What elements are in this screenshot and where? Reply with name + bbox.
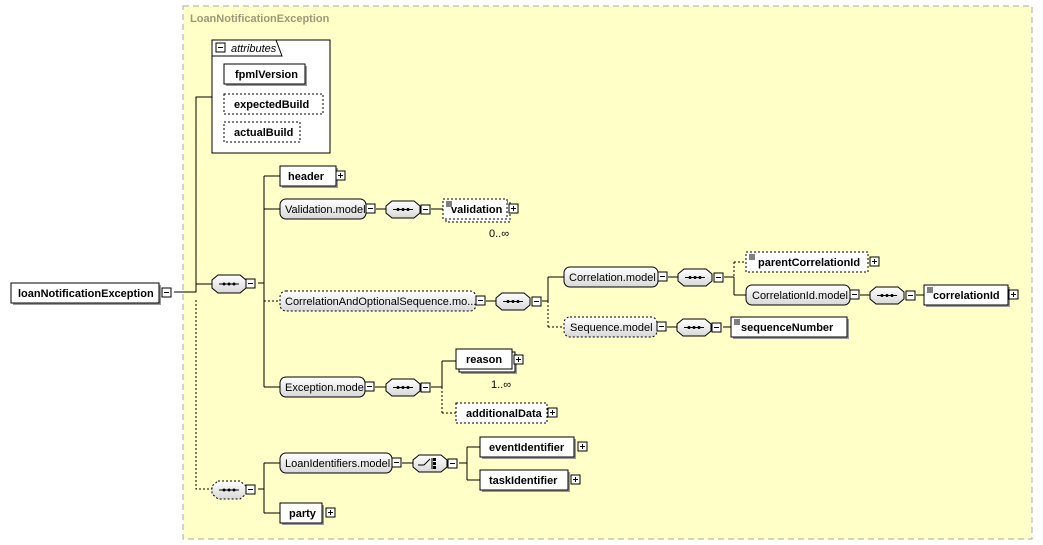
group-correlation-and-optional-sequence-model[interactable]: CorrelationAndOptionalSequence.mo... [279, 290, 486, 312]
connector-lines [174, 96, 924, 514]
element-event-identifier[interactable]: eventIdentifier [479, 436, 588, 459]
attribute-fpmlversion-label: fpmlVersion [235, 69, 298, 81]
parent-correlation-id-label: parentCorrelationId [758, 257, 860, 269]
additional-data-label: additionalData [466, 408, 543, 420]
element-sequence-number[interactable]: sequenceNumber [730, 316, 849, 339]
sequence-compositor[interactable] [676, 318, 722, 337]
attribute-expectedbuild-label: expectedBuild [234, 99, 309, 111]
root-label: loanNotificationException [18, 288, 154, 300]
party-label: party [289, 508, 317, 520]
reason-cardinality: 1..∞ [491, 379, 511, 391]
group-exception-model[interactable]: Exception.model [279, 376, 375, 398]
correlation-id-label: correlationId [933, 290, 1000, 302]
sequence-compositor-optional[interactable] [211, 480, 256, 500]
sequence-compositor[interactable] [869, 286, 916, 305]
exception-model-label: Exception.model [285, 382, 366, 394]
group-correlation-id-model[interactable]: CorrelationId.model [745, 284, 860, 306]
sequence-compositor[interactable] [385, 378, 431, 397]
correlation-id-model-label: CorrelationId.model [752, 290, 848, 302]
group-loan-identifiers-model[interactable]: LoanIdentifiers.model [279, 452, 402, 474]
element-additional-data[interactable]: additionalData [455, 402, 558, 424]
choice-compositor[interactable] [412, 454, 458, 473]
group-validation-model[interactable]: Validation.model [279, 198, 376, 220]
reason-label: reason [466, 354, 502, 366]
sequence-model-label: Sequence.model [570, 322, 653, 334]
sequence-number-label: sequenceNumber [741, 322, 834, 334]
validation-label: validation [451, 204, 503, 216]
element-validation[interactable]: validation 0..∞ [442, 198, 519, 240]
sequence-compositor[interactable] [677, 268, 724, 287]
attribute-expectedbuild[interactable]: expectedBuild [223, 93, 324, 115]
group-sequence-model[interactable]: Sequence.model [563, 316, 667, 338]
loan-identifiers-model-label: LoanIdentifiers.model [285, 458, 390, 470]
attribute-fpmlversion[interactable]: fpmlVersion [223, 63, 307, 86]
validation-model-label: Validation.model [285, 204, 366, 216]
sequence-compositor[interactable] [495, 292, 542, 311]
attribute-actualbuild[interactable]: actualBuild [223, 121, 301, 143]
validation-cardinality: 0..∞ [489, 228, 509, 240]
root-element-loannotificationexception[interactable]: loanNotificationException [10, 282, 172, 305]
sequence-compositor[interactable] [211, 274, 256, 294]
header-label: header [288, 171, 325, 183]
attribute-actualbuild-label: actualBuild [234, 127, 293, 139]
element-correlation-id[interactable]: correlationId [923, 284, 1019, 307]
element-party[interactable]: party [279, 502, 336, 525]
correlation-model-label: Correlation.model [569, 272, 656, 284]
group-correlation-model[interactable]: Correlation.model [563, 266, 668, 288]
container-title: LoanNotificationException [190, 13, 330, 25]
element-parent-correlation-id[interactable]: parentCorrelationId [745, 251, 880, 273]
corr-seq-model-label: CorrelationAndOptionalSequence.mo... [285, 296, 476, 308]
task-identifier-label: taskIdentifier [489, 475, 558, 487]
element-task-identifier[interactable]: taskIdentifier [479, 469, 581, 492]
element-header[interactable]: header [279, 165, 346, 188]
element-reason[interactable]: reason 1..∞ [455, 348, 524, 391]
event-identifier-label: eventIdentifier [489, 442, 565, 454]
attributes-label: attributes [231, 43, 277, 55]
sequence-compositor[interactable] [385, 200, 431, 219]
